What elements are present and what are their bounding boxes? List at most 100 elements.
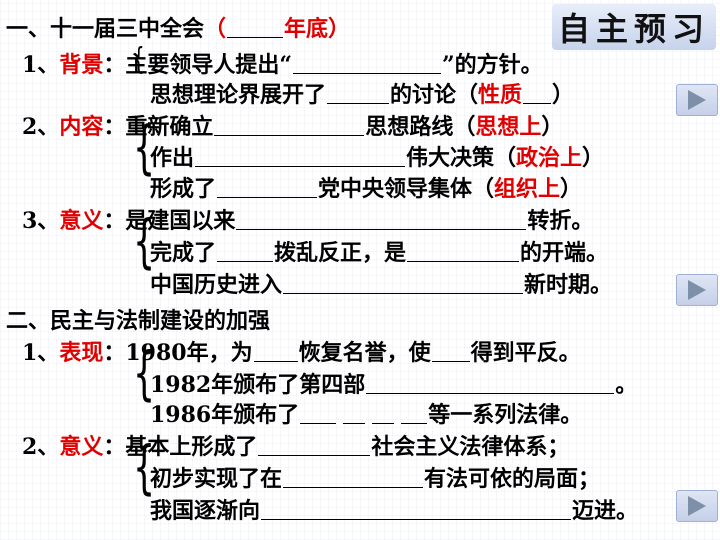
section1-heading: 一、十一届三中全会（ 年底）	[6, 14, 350, 44]
blank-meaning-2	[217, 239, 274, 262]
section1-heading-text: 一、十一届三中全会	[6, 16, 205, 42]
colon: ：	[103, 208, 126, 234]
blank-performance-1	[253, 339, 298, 362]
blank-content-1	[214, 113, 365, 136]
performance-l1-text-a: 1980年，为	[125, 340, 253, 366]
meaning2-line-1: 2、意义：基本上形成了 社会主义法律体系；	[22, 432, 569, 462]
bg-l2-text-b: 的讨论（	[390, 82, 479, 108]
item-number: 1、	[22, 340, 60, 366]
blank-meaning2-1	[258, 433, 371, 456]
brace: {	[133, 339, 156, 407]
next-arrow-button[interactable]	[676, 490, 718, 522]
bg-l2-text-a: 思想理论界展开了	[150, 82, 327, 108]
content-l1-text-a: 重新确立	[125, 114, 214, 140]
meaning2-line-3: 我国逐渐向 迈进。	[150, 496, 638, 526]
meaning-l1-text-b: 转折。	[527, 208, 594, 234]
item-number: 1、	[22, 52, 60, 78]
content-l1-red: 思想上	[475, 114, 542, 140]
colon: ：	[103, 52, 126, 78]
brace: {	[133, 433, 156, 501]
section1-heading-year: 年底）	[284, 16, 351, 42]
brace: {	[133, 113, 156, 181]
meaning2-l3-text-b: 迈进。	[572, 498, 639, 524]
bg-line-1: 1、背景：主要领导人提出“ ”的方针。	[22, 50, 543, 80]
bg-l1-text-b: ”的方针。	[442, 52, 543, 78]
blank-law-4	[401, 401, 428, 424]
play-icon	[688, 90, 706, 110]
meaning2-l2-text-a: 初步实现了在	[150, 466, 283, 492]
blank-meaning2-2	[283, 465, 424, 488]
content-l1-text-c: ）	[541, 114, 564, 140]
meaning-l2-text-c: 的开端。	[520, 240, 609, 266]
blank-meaning-3	[407, 239, 520, 262]
blank-meaning-1	[236, 207, 527, 230]
blank-bg-2	[327, 81, 390, 104]
brace: {	[133, 207, 156, 275]
colon: ：	[103, 114, 126, 140]
blank-law-3	[372, 401, 395, 424]
bg-label: 背景	[59, 52, 104, 78]
meaning-l2-text-b: 拨乱反正，是	[274, 240, 407, 266]
performance-l2-text-a: 1982年颁布了第四部	[150, 372, 366, 398]
blank-meaning-4	[283, 271, 524, 294]
blank-content-2	[195, 144, 406, 167]
next-arrow-button[interactable]	[676, 274, 718, 306]
item-number: 2、	[22, 434, 60, 460]
performance-label: 表现	[59, 340, 104, 366]
meaning-l3-text-a: 中国历史进入	[150, 272, 283, 298]
content-label: 内容	[59, 114, 104, 140]
blank-bg-1	[293, 51, 441, 74]
blank-meaning2-3	[261, 497, 572, 520]
brace: {	[133, 42, 145, 77]
meaning-l1-text-a: 是建国以来	[125, 208, 236, 234]
play-icon	[688, 496, 706, 516]
meaning-l3-text-b: 新时期。	[524, 272, 613, 298]
meaning-line-2: 完成了 拨乱反正，是 的开端。	[150, 238, 608, 268]
bg-l2-text-c: ）	[552, 82, 575, 108]
play-icon	[688, 280, 706, 300]
content-l3-text-b: 党中央领导集体（	[318, 176, 495, 202]
performance-line-3: 1986年颁布了 等一系列法律。	[150, 400, 582, 430]
bg-l1-text-a: 主要领导人提出“	[125, 52, 292, 78]
self-study-banner: 自主预习	[552, 4, 716, 50]
colon: ：	[103, 434, 126, 460]
content-l3-text-c: ）	[560, 176, 583, 202]
meaning2-l2-text-b: 有法可依的局面；	[424, 466, 601, 492]
content-l2-red: 政治上	[516, 145, 583, 171]
content-line-1: 2、内容：重新确立 思想路线（思想上）	[22, 112, 563, 142]
performance-line-2: 1982年颁布了第四部 。	[150, 370, 637, 400]
section1-heading-paren: （	[204, 16, 227, 42]
meaning2-label: 意义	[59, 434, 104, 460]
meaning2-l1-text-a: 基本上形成了	[125, 434, 258, 460]
performance-l1-text-b: 恢复名誉，使	[298, 340, 431, 366]
blank-law-2	[343, 401, 366, 424]
content-l2-text-b: 伟大决策（	[406, 145, 517, 171]
blank-performance-3	[366, 371, 615, 394]
content-l2-text-c: ）	[582, 145, 605, 171]
blank-content-3	[217, 175, 318, 198]
performance-l2-text-b: 。	[615, 372, 638, 398]
next-arrow-button[interactable]	[676, 84, 718, 116]
meaning2-l1-text-b: 社会主义法律体系；	[371, 434, 570, 460]
blank-performance-2	[431, 339, 470, 362]
meaning-line-3: 中国历史进入 新时期。	[150, 270, 612, 300]
blank-law-1	[300, 401, 337, 424]
meaning2-line-2: 初步实现了在 有法可依的局面；	[150, 464, 600, 494]
performance-l3-text-b: 等一系列法律。	[428, 402, 583, 428]
blank-bg-3	[523, 81, 552, 104]
bg-line-2: 思想理论界展开了 的讨论（性质 ）	[150, 80, 574, 110]
content-l1-text-b: 思想路线（	[365, 114, 476, 140]
content-l2-text-a: 作出	[150, 145, 195, 171]
performance-line-1: 1、表现：1980年，为 恢复名誉，使 得到平反。	[22, 338, 581, 368]
item-number: 3、	[22, 208, 60, 234]
meaning-line-1: 3、意义：是建国以来 转折。	[22, 206, 593, 236]
colon: ：	[103, 340, 126, 366]
item-number: 2、	[22, 114, 60, 140]
meaning2-l3-text-a: 我国逐渐向	[150, 498, 261, 524]
performance-l3-text-a: 1986年颁布了	[150, 402, 300, 428]
content-l3-text-a: 形成了	[150, 176, 217, 202]
bg-l2-red: 性质	[478, 82, 523, 108]
performance-l1-text-c: 得到平反。	[470, 340, 581, 366]
meaning-l2-text-a: 完成了	[150, 240, 217, 266]
meaning-label: 意义	[59, 208, 104, 234]
